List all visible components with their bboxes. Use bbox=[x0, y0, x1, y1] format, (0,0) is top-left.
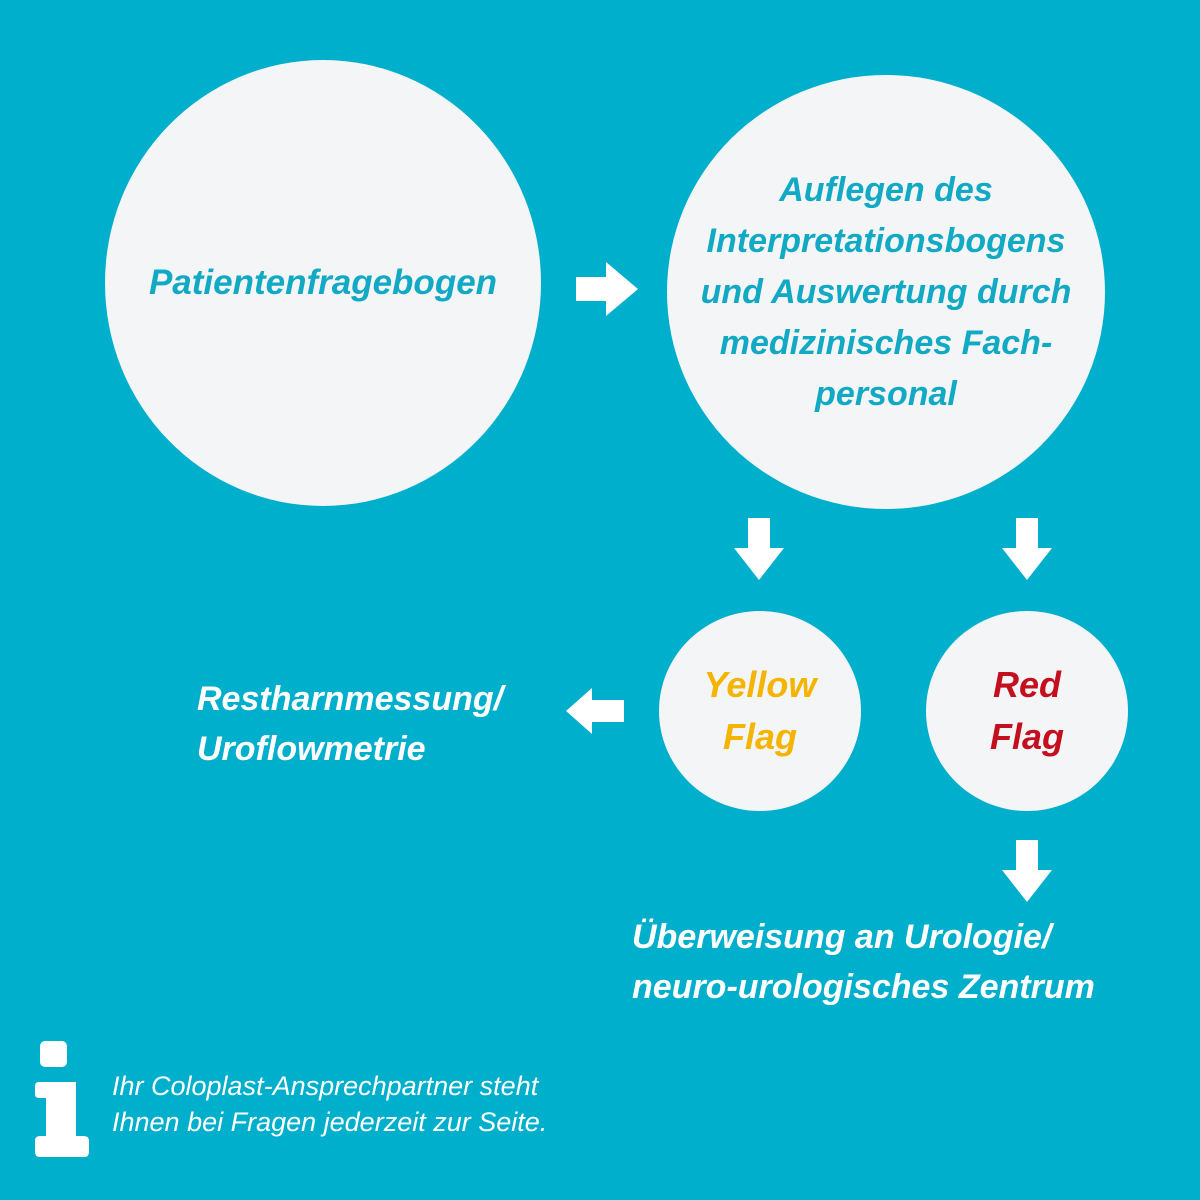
node-label-line: und Auswertung durch bbox=[700, 272, 1072, 311]
info-line: Ihr Coloplast-Ansprechpartner steht bbox=[112, 1071, 539, 1101]
node-restharnmessung: Restharnmessung/ Uroflowmetrie bbox=[197, 674, 503, 774]
arrow-down-icon bbox=[1002, 518, 1052, 580]
arrow-down-icon bbox=[1002, 840, 1052, 902]
info-text: Ihr Coloplast-Ansprechpartner steht Ihne… bbox=[112, 1068, 547, 1140]
node-label-line: Flag bbox=[722, 716, 797, 757]
node-label-line: Uroflowmetrie bbox=[197, 730, 426, 768]
arrow-left-icon bbox=[566, 688, 624, 734]
node-label-line: Red bbox=[992, 664, 1061, 705]
node-patientenfragebogen: Patientenfragebogen bbox=[105, 60, 541, 506]
node-label-line: neuro-urologisches Zentrum bbox=[632, 968, 1095, 1006]
node-label-line: Auflegen des bbox=[779, 170, 993, 209]
node-label-line: Flag bbox=[989, 716, 1064, 757]
node-label-line: medizinisches Fach- bbox=[719, 323, 1053, 362]
node-ueberweisung: Überweisung an Urologie/ neuro-urologisc… bbox=[632, 912, 1095, 1012]
node-label-line: Yellow bbox=[703, 664, 817, 705]
node-label: Patientenfragebogen bbox=[148, 263, 498, 302]
node-yellow-flag: Yellow Flag bbox=[659, 611, 861, 811]
node-label-line: Überweisung an Urologie/ bbox=[632, 918, 1052, 956]
node-red-flag: Red Flag bbox=[926, 611, 1128, 811]
arrow-down-icon bbox=[734, 518, 784, 580]
info-line: Ihnen bei Fragen jederzeit zur Seite. bbox=[112, 1107, 548, 1137]
node-interpretation: Auflegen des Interpretationsbogens und A… bbox=[667, 75, 1105, 509]
node-label-line: personal bbox=[815, 374, 957, 413]
node-label-line: Restharnmessung/ bbox=[197, 680, 504, 718]
node-label-line: Interpretationsbogens bbox=[706, 221, 1066, 260]
arrow-right-icon bbox=[576, 262, 638, 316]
info-icon bbox=[35, 1041, 89, 1157]
